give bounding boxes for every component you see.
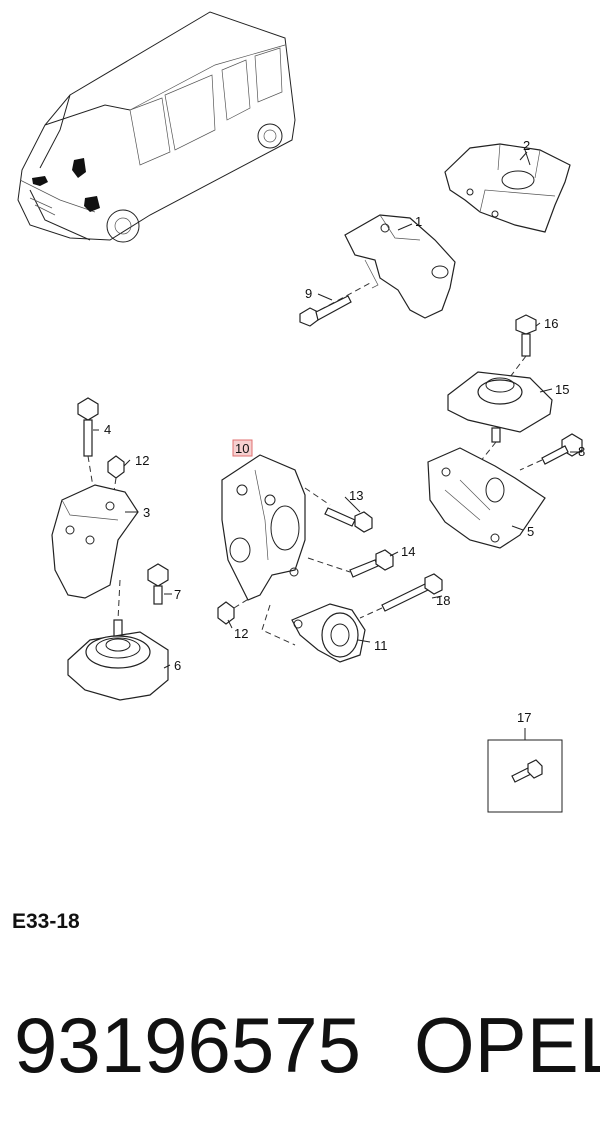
callout-6: 6 [174,658,181,673]
part-2-bracket [444,143,571,233]
callout-12-lower: 12 [234,626,248,641]
part-10-bracket [221,454,351,601]
part-16-bolt [503,314,537,386]
brand-name: OPEL [414,1001,600,1089]
exploded-parts-diagram: 1 2 3 4 5 6 7 8 9 10 11 12 12 13 14 15 1… [17,11,585,813]
part-number: 93196575 [14,1001,362,1089]
callout-4: 4 [104,422,111,437]
callout-2: 2 [523,138,530,153]
part-3-bracket [51,484,139,599]
callout-10-highlight [232,439,253,457]
callout-5: 5 [527,524,534,539]
callout-8: 8 [578,444,585,459]
diagram-code: E33-18 [12,910,80,933]
callout-16: 16 [544,316,558,331]
callout-3: 3 [143,505,150,520]
callout-13: 13 [349,488,363,503]
callout-9: 9 [305,286,312,301]
callout-10: 10 [235,441,249,456]
callout-7: 7 [174,587,181,602]
part-18-bolt [359,573,443,619]
part-7-bolt [147,563,169,605]
part-13-bolt [324,507,373,533]
part-17-inset [487,728,563,813]
part-11-bushing [261,603,366,663]
part-5-bracket [427,447,546,549]
part-12-nut-lower [217,597,251,625]
callout-17: 17 [517,710,531,725]
part-14-bolt [349,549,394,578]
callout-14: 14 [401,544,415,559]
part-1-mount [344,214,456,319]
callout-11: 11 [374,638,388,653]
part-9-bolt [299,281,373,327]
callout-12-upper: 12 [135,453,149,468]
callout-1: 1 [415,214,422,229]
part-8-bolt [519,433,583,471]
part-6-base-mount [67,579,169,701]
part-12-nut-upper [107,455,125,506]
callout-15: 15 [555,382,569,397]
leader-lines [93,151,582,669]
footer: 93196575 OPEL [14,1000,600,1090]
callout-18: 18 [436,593,450,608]
part-15-mount [447,371,553,463]
van-illustration [17,11,296,243]
